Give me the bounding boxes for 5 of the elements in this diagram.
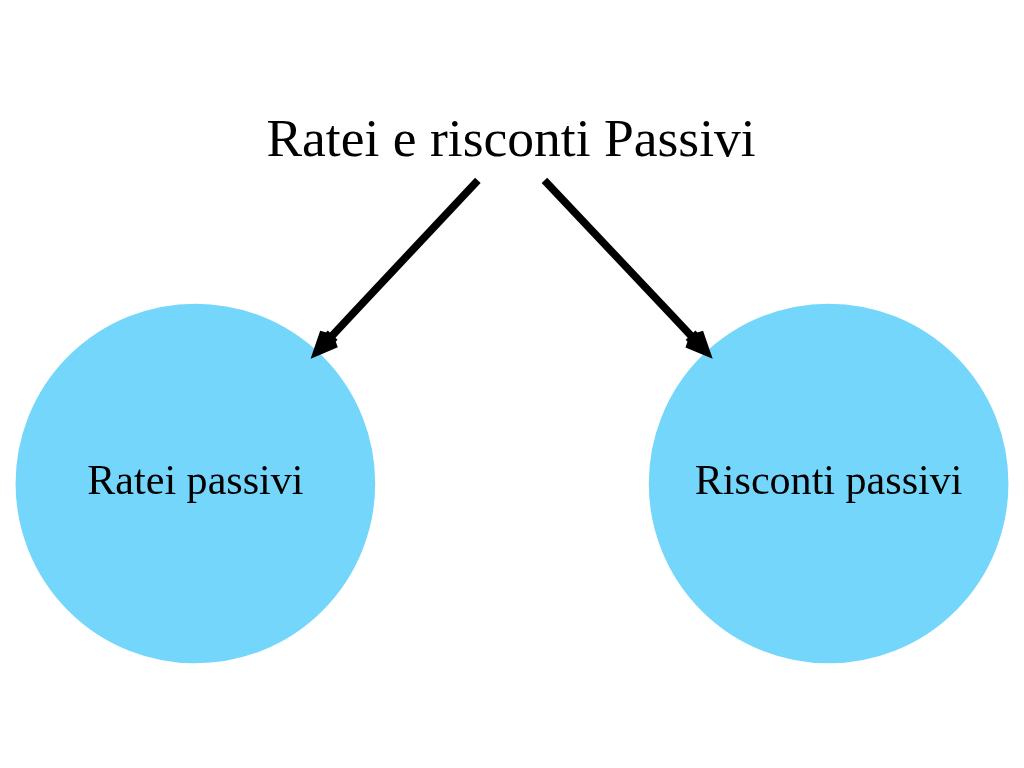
node-text: Ratei e risconti Passivi bbox=[266, 108, 756, 169]
arrow bbox=[313, 177, 481, 356]
node-circle: Risconti passivi bbox=[648, 303, 1009, 664]
arrow bbox=[541, 177, 711, 356]
node-circle: Ratei passivi bbox=[15, 303, 376, 664]
